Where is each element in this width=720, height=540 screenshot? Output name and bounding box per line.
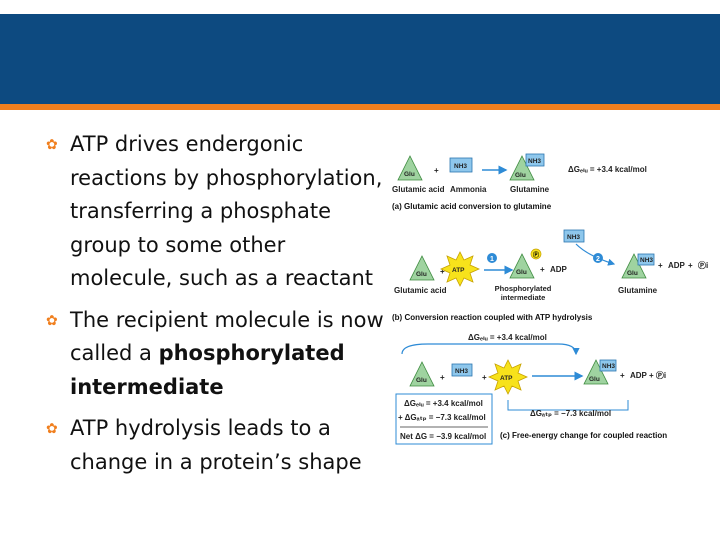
nh3-molecule-icon xyxy=(451,363,473,377)
glu-molecule-icon xyxy=(409,255,435,281)
accent-rule xyxy=(0,104,720,110)
bullet-marker-icon: ✿ xyxy=(46,137,58,153)
adp-label: ADP xyxy=(550,265,568,274)
panel-a-title: (a) Glutamic acid conversion to glutamin… xyxy=(392,202,552,211)
phosphorylated-intermediate-caption: Phosphorylated intermediate xyxy=(495,284,552,302)
delta-g-bracket xyxy=(401,343,580,356)
nh3-label: NH3 xyxy=(528,158,541,165)
pi-label: Ⓟi xyxy=(698,260,708,270)
glu-label: Glu xyxy=(416,377,427,384)
glutamine-caption: Glutamine xyxy=(510,185,550,194)
ammonia-caption: Ammonia xyxy=(450,185,487,194)
bullet-list: ✿ ATP drives endergonic reactions by pho… xyxy=(46,128,386,487)
glutamic-acid-caption: Glutamic acid xyxy=(392,185,445,194)
phosphate-label: Ⓟ xyxy=(533,251,539,259)
box-line-1: ΔGₑₗᵤ = +3.4 kcal/mol xyxy=(404,399,483,408)
glutamine-molecule-icon xyxy=(583,359,609,385)
nh3-label: NH3 xyxy=(455,368,468,375)
title-bar xyxy=(0,14,720,104)
panel-b: Glu + ATP 1 Glu Ⓟ + ADP NH3 2 NH3 Glu + … xyxy=(392,229,708,322)
plus-sign: + xyxy=(434,166,439,175)
bullet-item: ✿ ATP hydrolysis leads to a change in a … xyxy=(46,412,386,479)
bullet-bold-term: phosphorylated intermediate xyxy=(70,341,345,399)
plus-sign: + xyxy=(620,371,625,380)
delta-g-glu-top: ΔGₑₗᵤ = +3.4 kcal/mol xyxy=(468,333,547,342)
atp-label: ATP xyxy=(500,375,513,382)
step-1-badge xyxy=(487,253,497,263)
step-2-label: 2 xyxy=(596,256,600,263)
adp-label: ADP xyxy=(668,261,686,270)
glu-label: Glu xyxy=(515,172,526,179)
glu-molecule-icon xyxy=(409,361,435,387)
glu-molecule-icon xyxy=(397,155,423,181)
glu-label: Glu xyxy=(589,376,600,383)
nh3-molecule-icon xyxy=(637,253,655,266)
nh3-label: NH3 xyxy=(454,163,467,170)
bullet-text: The recipient molecule is now called a xyxy=(70,307,384,366)
atp-starburst-icon xyxy=(488,359,528,395)
atp-coupling-figure: Glu + NH3 NH3 Glu ΔGₑₗᵤ = +3.4 kcal/mol … xyxy=(392,153,708,445)
panel-a: Glu + NH3 NH3 Glu ΔGₑₗᵤ = +3.4 kcal/mol … xyxy=(392,153,647,211)
panel-b-title: (b) Conversion reaction coupled with ATP… xyxy=(392,313,593,322)
nh3-molecule-icon xyxy=(599,359,617,372)
panel-c: ΔGₑₗᵤ = +3.4 kcal/mol Glu + NH3 + ATP NH… xyxy=(395,333,667,445)
atp-starburst-icon xyxy=(440,251,480,287)
nh3-molecule-icon xyxy=(525,153,545,167)
bullet-marker-icon: ✿ xyxy=(46,312,58,329)
atp-bracket xyxy=(507,400,629,411)
plus-sign: + xyxy=(482,373,487,382)
glutamine-molecule-icon xyxy=(509,155,535,181)
box-line-2: + ΔGₐₜₚ = −7.3 kcal/mol xyxy=(398,413,486,422)
plus-sign: + xyxy=(440,373,445,382)
nh3-label: NH3 xyxy=(567,234,580,241)
plus-adp: + xyxy=(540,265,545,274)
nh3-label: NH3 xyxy=(602,363,615,370)
glu-label: Glu xyxy=(516,269,527,276)
atp-label: ATP xyxy=(452,267,465,274)
plus-sign: + xyxy=(440,267,445,276)
phosphate-icon xyxy=(530,248,542,260)
bullet-text: ATP drives endergonic reactions by phosp… xyxy=(70,132,383,290)
step-2-badge xyxy=(593,253,603,263)
plus-adp: + xyxy=(658,261,663,270)
step-1-label: 1 xyxy=(490,256,494,263)
delta-g-summary-box xyxy=(395,393,493,445)
ammonia-arrow xyxy=(575,243,616,266)
delta-g-glu: ΔGₑₗᵤ = +3.4 kcal/mol xyxy=(568,165,647,174)
bullet-item: ✿ ATP drives endergonic reactions by pho… xyxy=(46,128,386,296)
nh3-molecule-icon xyxy=(563,229,585,243)
adp-pi-label: ADP + Ⓟi xyxy=(630,370,666,380)
nh3-label: NH3 xyxy=(640,257,653,264)
panel-c-title: (c) Free-energy change for coupled react… xyxy=(500,431,667,440)
phosphorylated-glu-icon xyxy=(509,253,535,279)
bullet-item: ✿ The recipient molecule is now called a… xyxy=(46,304,386,405)
glutamine-molecule-icon xyxy=(621,253,647,279)
box-line-3: Net ΔG = −3.9 kcal/mol xyxy=(400,432,486,441)
glu-label: Glu xyxy=(416,271,427,278)
nh3-molecule-icon xyxy=(449,157,473,173)
glu-label: Glu xyxy=(627,270,638,277)
glu-label: Glu xyxy=(404,171,415,178)
bullet-text: ATP hydrolysis leads to a change in a pr… xyxy=(70,416,362,474)
glutamine-caption: Glutamine xyxy=(618,286,658,295)
bullet-marker-icon: ✿ xyxy=(46,421,58,437)
glutamic-acid-caption: Glutamic acid xyxy=(394,286,447,295)
delta-g-atp-side: ΔGₐₜₚ = −7.3 kcal/mol xyxy=(530,409,611,418)
plus-pi: + xyxy=(688,261,693,270)
